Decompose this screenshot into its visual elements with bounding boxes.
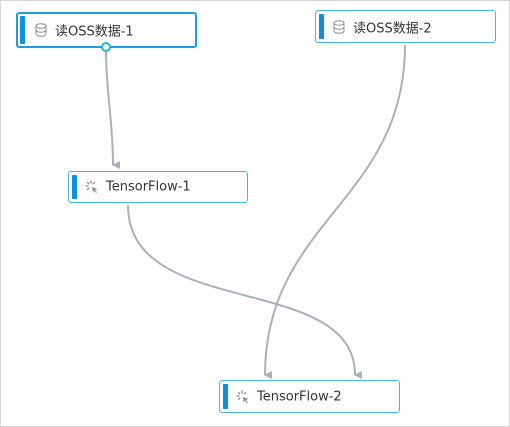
edge-oss1-to-tensorflow1[interactable] (105, 51, 121, 169)
loading-spinner-icon (236, 389, 250, 404)
node-accent-bar (223, 384, 228, 409)
node-label: TensorFlow-1 (106, 179, 191, 195)
node-label: TensorFlow-2 (257, 389, 342, 404)
edge-oss2-to-tensorflow2[interactable] (264, 44, 406, 380)
database-icon (34, 23, 48, 37)
node-label: 读OSS数据-1 (55, 24, 134, 40)
node-label: 读OSS数据-2 (353, 21, 432, 36)
loading-spinner-icon (85, 180, 99, 194)
output-port-oss-reader-1[interactable] (101, 42, 111, 52)
node-tensorflow-2[interactable]: TensorFlow-2 (219, 380, 400, 413)
node-oss-reader-2[interactable]: 读OSS数据-2 (315, 10, 496, 43)
database-icon (332, 19, 346, 34)
node-accent-bar (72, 175, 77, 199)
node-accent-bar (319, 14, 324, 39)
edge-tensorflow1-to-tensorflow2[interactable] (127, 204, 363, 379)
node-tensorflow-1[interactable]: TensorFlow-1 (68, 171, 248, 203)
node-accent-bar (20, 16, 25, 44)
